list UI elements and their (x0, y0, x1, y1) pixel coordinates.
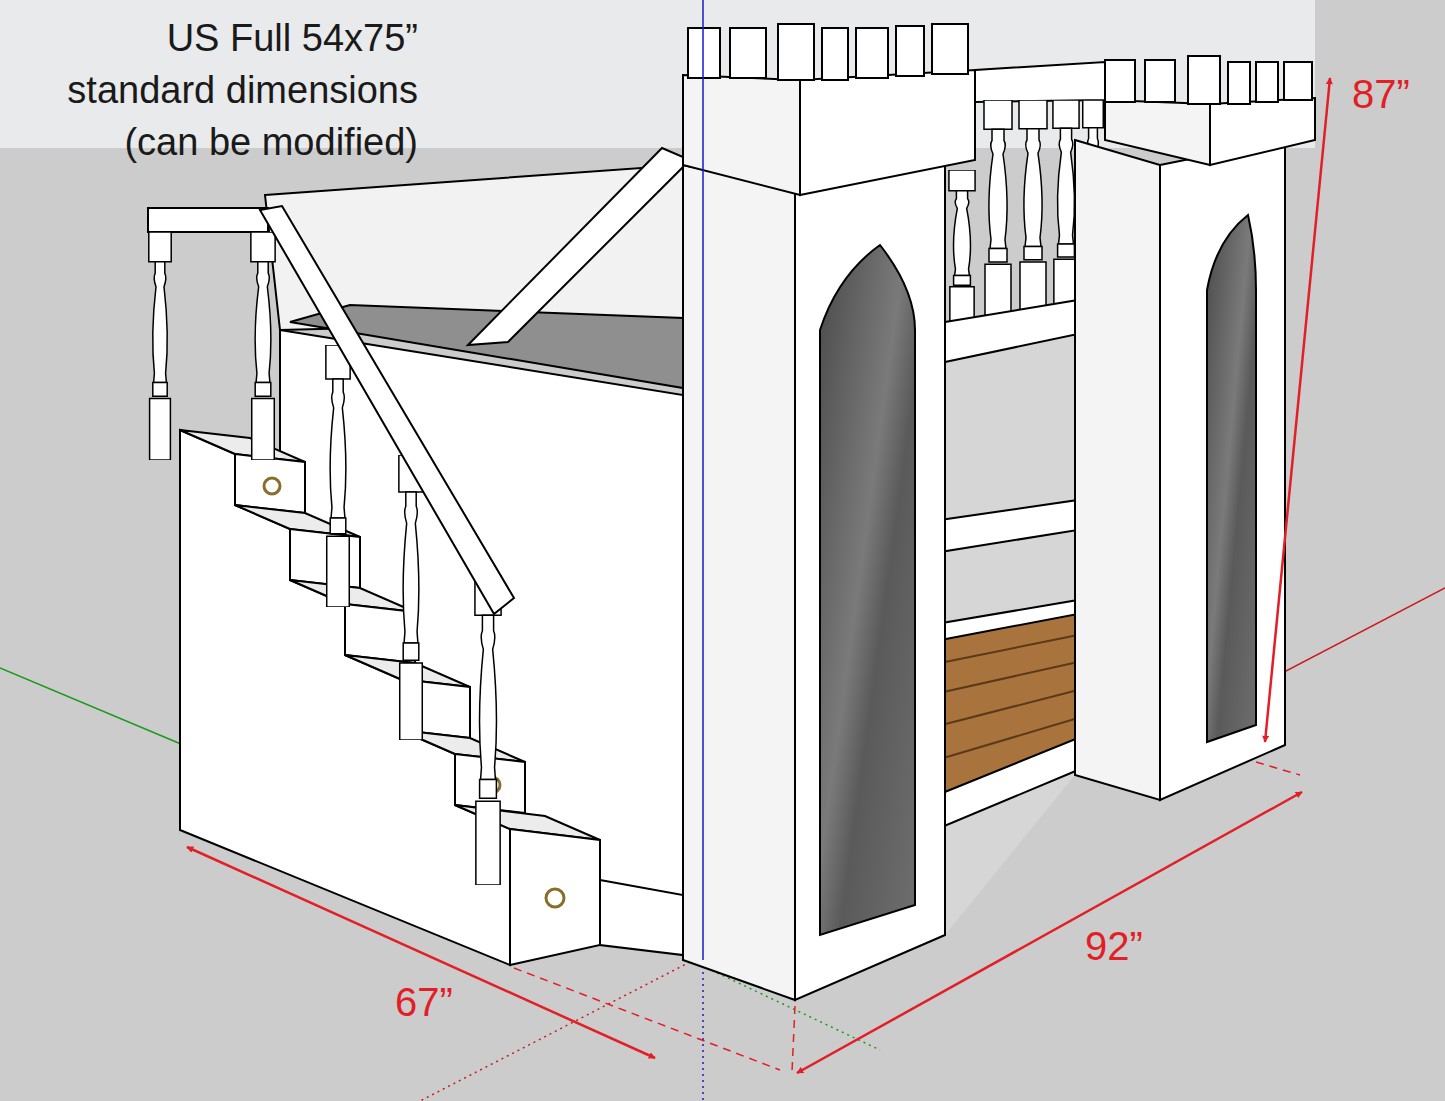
extension-line (792, 1006, 795, 1072)
green-axis (0, 668, 200, 752)
upper-baluster (949, 170, 975, 330)
blue-axis-dotted (702, 960, 704, 1101)
merlon (730, 28, 766, 78)
tower-cap-side (683, 75, 800, 195)
merlon (896, 26, 924, 76)
newel-post (149, 232, 171, 460)
dimension-label: 87” (1352, 70, 1410, 118)
merlon (1256, 62, 1278, 102)
stair-drawer-box (510, 829, 600, 965)
handrail (260, 206, 514, 614)
width-dimension-line (187, 847, 655, 1058)
gothic-window (820, 245, 915, 935)
merlon (822, 28, 848, 80)
tower-cap-front (800, 70, 975, 195)
note-text: US Full 54x75” standard dimensions (can … (38, 12, 418, 168)
merlon (1284, 62, 1312, 100)
upper-baluster (984, 100, 1012, 325)
merlon (688, 28, 720, 78)
length-dimension-line (797, 792, 1302, 1073)
tower-front (795, 160, 945, 1000)
merlon (1105, 60, 1135, 102)
dimension-label: 67” (395, 978, 453, 1026)
ring-pull (546, 889, 564, 907)
top-rail (148, 208, 268, 232)
merlon (1145, 60, 1175, 102)
upper-baluster (1019, 100, 1047, 322)
slat-line (930, 635, 1078, 665)
dimension-label: 92” (1085, 922, 1143, 970)
merlon (778, 24, 814, 80)
merlon (856, 28, 888, 78)
baseboard (600, 880, 683, 955)
upper-bunk-floor-edge (945, 300, 1078, 362)
blue-axis (702, 0, 704, 960)
slat-line (930, 690, 1078, 728)
tower-cap-side (1105, 100, 1210, 165)
ring-pull (264, 478, 280, 494)
tower-side (1075, 140, 1160, 800)
stair-riser (235, 454, 305, 513)
bed-rail (930, 600, 1078, 642)
tower-front (1160, 140, 1285, 800)
tower-cap-front (1210, 98, 1315, 165)
upper-back-rail (975, 62, 1105, 102)
lower-headboard-rail (940, 500, 1078, 552)
stair-baluster (475, 575, 501, 885)
extension-line (1256, 762, 1300, 775)
tower-side (683, 165, 795, 1000)
red-axis-dotted (420, 962, 690, 1101)
merlon (1228, 62, 1250, 104)
diagonal-brace (468, 148, 690, 345)
merlon (932, 24, 968, 74)
slat-line (930, 662, 1078, 695)
stair-baluster (399, 455, 423, 740)
newel-post (251, 232, 275, 460)
bed-front-rail (930, 738, 1078, 832)
height-dimension-line (1265, 78, 1330, 742)
gothic-window (1207, 215, 1256, 742)
stair-baluster (326, 345, 350, 607)
merlon (1188, 56, 1220, 104)
